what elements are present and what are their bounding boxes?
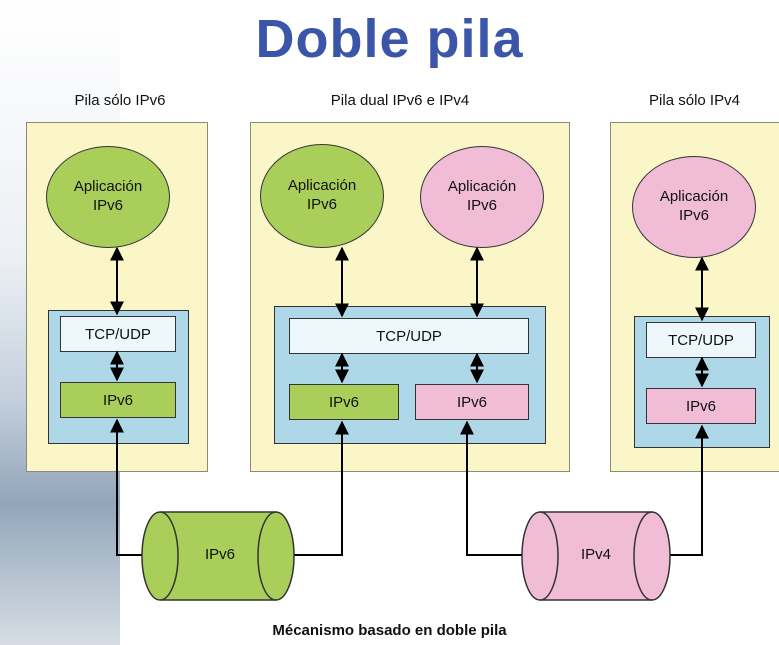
tube-label-ipv6: IPv6 (204, 546, 235, 563)
tube-label-ipv4: IPv4 (580, 546, 611, 563)
page-title: Doble pila (255, 9, 524, 69)
transport-box-ipv4-only: TCP/UDP (646, 322, 756, 358)
network-box-dual-ipv6: IPv6 (289, 384, 399, 420)
transport-box-dual: TCP/UDP (289, 318, 529, 354)
tube-ipv4 (521, 511, 671, 601)
diagram-caption: Mécanismo basado en doble pila (272, 622, 507, 639)
transport-box-ipv6-only: TCP/UDP (60, 316, 176, 352)
stack-label-ipv6-only: Pila sólo IPv6 (74, 92, 166, 109)
tube-ipv6 (141, 511, 295, 601)
stack-label-dual: Pila dual IPv6 e IPv4 (330, 92, 470, 109)
network-box-ipv4-only: IPv6 (646, 388, 756, 424)
network-box-ipv6-only: IPv6 (60, 382, 176, 418)
network-box-dual-ipv4: IPv6 (415, 384, 529, 420)
stack-label-ipv4-only: Pila sólo IPv4 (649, 92, 740, 109)
